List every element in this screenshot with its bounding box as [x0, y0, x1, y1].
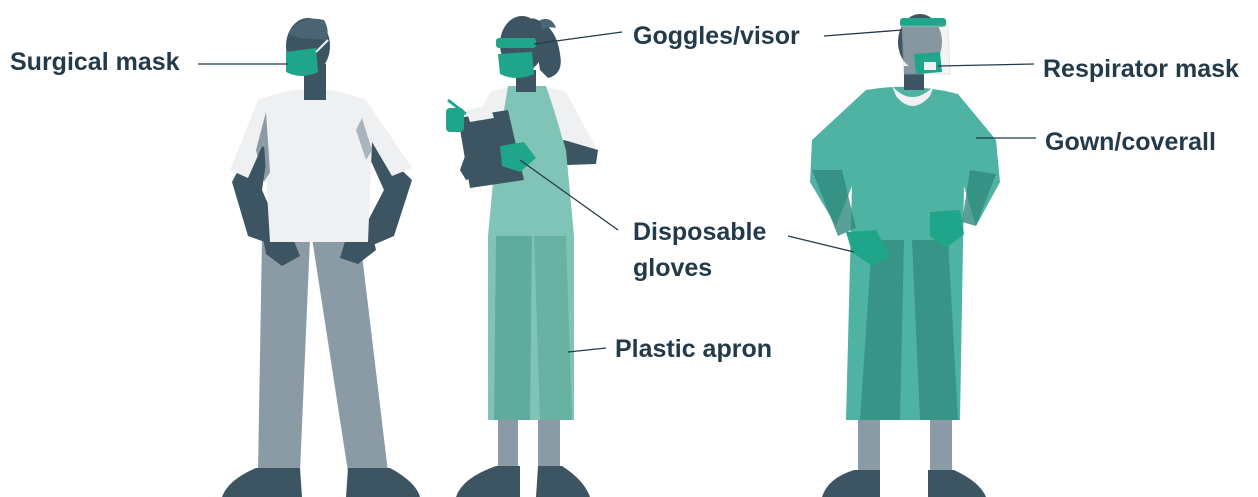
left-trouser-leg [258, 238, 310, 472]
right-trouser-leg [312, 238, 388, 472]
gown-shape [810, 87, 1000, 420]
respirator-valve [924, 62, 936, 70]
surgical-mask-shape [286, 48, 318, 76]
label-disposable-gloves-line1: Disposable [633, 214, 766, 250]
right-shoe [346, 468, 420, 497]
label-disposable-gloves-line2: gloves [633, 250, 766, 286]
label-goggles-visor: Goggles/visor [633, 19, 800, 53]
leader-goggles-right [824, 30, 902, 36]
apron-fold-right [534, 236, 572, 420]
left-shoe [222, 468, 302, 497]
surgical-mask-shape [498, 52, 534, 78]
figure-right [788, 14, 1036, 497]
left-shoe [456, 466, 520, 497]
leader-gloves-right [788, 236, 854, 252]
label-respirator-mask: Respirator mask [1043, 52, 1239, 86]
label-surgical-mask: Surgical mask [10, 45, 180, 79]
right-shoe [536, 466, 590, 497]
left-shoe [822, 470, 880, 497]
goggles-shape [496, 38, 536, 48]
right-leg [930, 420, 952, 476]
right-shoe [928, 470, 986, 497]
label-plastic-apron: Plastic apron [615, 332, 772, 366]
figure-middle [446, 16, 622, 497]
figure-left [198, 18, 420, 497]
leader-respirator [938, 64, 1034, 66]
apron-fold-left [494, 236, 532, 420]
label-disposable-gloves: Disposable gloves [633, 214, 766, 286]
left-leg [858, 420, 880, 476]
label-gown-coverall: Gown/coverall [1045, 125, 1216, 159]
